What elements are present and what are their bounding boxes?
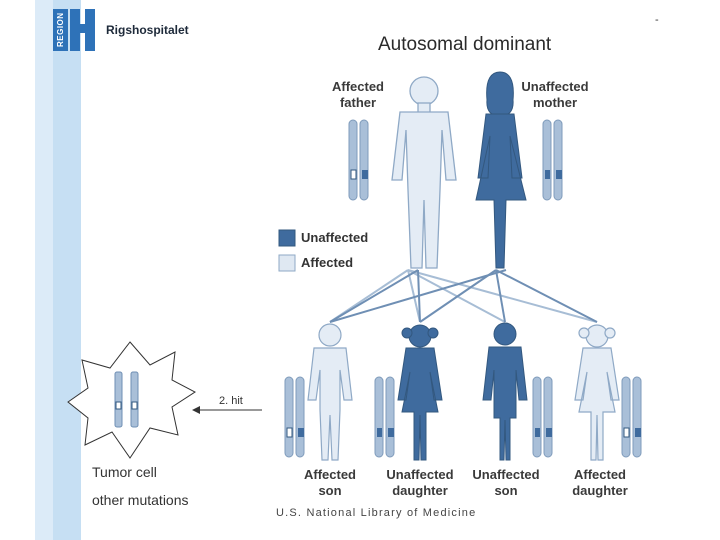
legend-swatch-unaffected — [278, 229, 296, 247]
child-label-3-line2: son — [494, 483, 518, 498]
child2-chromosomes — [374, 376, 395, 458]
child-label-4-line1: Affected — [573, 467, 626, 482]
child1-chromosomes — [284, 376, 305, 458]
child4-chromosomes — [621, 376, 642, 458]
hospital-name: Rigshospitalet — [106, 23, 189, 37]
child-label-1-line1: Affected — [303, 467, 356, 482]
tumor-cell-burst — [67, 341, 196, 459]
mother-figure — [475, 71, 527, 269]
mother-label: Unaffected mother — [518, 79, 592, 111]
father-figure — [391, 76, 457, 269]
second-hit-label: 2. hit — [219, 395, 243, 407]
affected-son-figure — [307, 323, 353, 461]
unaffected-son-figure — [482, 322, 528, 461]
child-label-2-line2: daughter — [392, 483, 448, 498]
father-label-line1: Affected — [331, 79, 384, 94]
diagram-title: Autosomal dominant — [378, 34, 552, 55]
child-label-1: Affected son — [294, 467, 366, 499]
left-band-light — [35, 0, 53, 540]
other-mutations-label: other mutations — [92, 492, 189, 508]
region-logo — [53, 9, 68, 51]
child3-chromosomes — [532, 376, 553, 458]
child-label-4-line2: daughter — [572, 483, 628, 498]
child-label-1-line2: son — [318, 483, 342, 498]
tumor-cell-label: Tumor cell — [92, 464, 157, 480]
tumor-chromosomes — [114, 371, 139, 428]
child-label-3: Unaffected son — [466, 467, 546, 499]
inheritance-lines-dark — [329, 269, 598, 323]
affected-daughter-figure — [574, 324, 620, 461]
inheritance-lines — [329, 269, 598, 323]
second-hit-arrow — [192, 406, 262, 414]
father-chromosomes — [348, 119, 369, 201]
child-label-4: Affected daughter — [562, 467, 638, 499]
legend-label-unaffected: Unaffected — [301, 230, 369, 245]
corner-mark: - — [655, 14, 659, 26]
unaffected-daughter-figure — [397, 324, 443, 461]
mother-label-line2: mother — [532, 95, 578, 110]
mother-label-line1: Unaffected — [521, 79, 589, 94]
legend-swatch-affected — [278, 254, 296, 272]
father-label-line2: father — [339, 95, 377, 110]
source-credit: U.S. National Library of Medicine — [276, 507, 477, 519]
father-label: Affected father — [330, 79, 386, 111]
left-band — [53, 0, 81, 540]
child-label-2: Unaffected daughter — [380, 467, 460, 499]
child-label-3-line1: Unaffected — [472, 467, 540, 482]
child-label-2-line1: Unaffected — [386, 467, 454, 482]
legend-label-affected: Affected — [301, 255, 354, 270]
mother-chromosomes — [542, 119, 563, 201]
